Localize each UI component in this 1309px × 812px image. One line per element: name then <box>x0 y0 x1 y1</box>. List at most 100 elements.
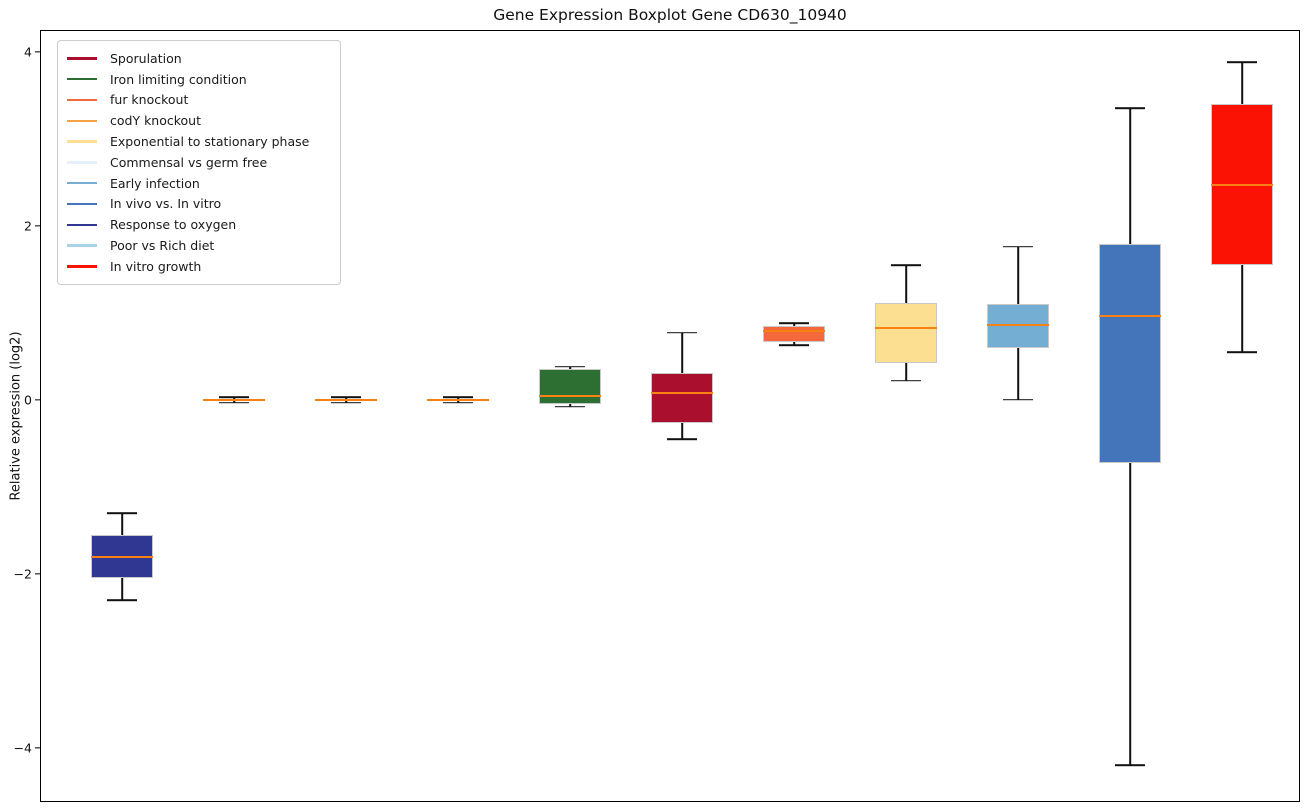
legend-item: In vivo vs. In vitro <box>67 194 330 215</box>
cap-upper <box>1227 61 1257 63</box>
chart-title: Gene Expression Boxplot Gene CD630_10940 <box>493 6 847 24</box>
cap-upper <box>1115 107 1145 110</box>
legend-item: Poor vs Rich diet <box>67 235 330 256</box>
legend-swatch <box>67 140 97 143</box>
cap-lower <box>1003 399 1033 401</box>
median-line <box>315 398 377 401</box>
legend-item: Sporulation <box>67 48 330 69</box>
box-fur-knockout <box>763 325 825 342</box>
whisker-lower <box>793 341 795 346</box>
legend-item: Exponential to stationary phase <box>67 131 330 152</box>
legend-label: In vitro growth <box>110 258 202 274</box>
legend-swatch <box>67 223 97 226</box>
legend-item: In vitro growth <box>67 256 330 277</box>
whisker-upper <box>681 332 683 373</box>
cap-lower <box>219 401 249 404</box>
legend-swatch <box>67 98 97 102</box>
whisker-lower <box>569 404 571 407</box>
cap-lower <box>1115 764 1145 767</box>
legend-label: Sporulation <box>110 50 182 66</box>
median-line <box>203 398 265 401</box>
whisker-lower <box>1129 463 1131 766</box>
box-exponential-to-stationary-phase <box>875 303 937 364</box>
cap-lower <box>107 599 137 601</box>
whisker-upper <box>1241 62 1243 104</box>
legend-item: codY knockout <box>67 110 330 131</box>
y-tick-mark <box>35 51 40 53</box>
whisker-upper <box>569 366 571 369</box>
legend-swatch <box>67 161 97 164</box>
median-line <box>427 398 489 401</box>
legend-label: Exponential to stationary phase <box>110 134 310 150</box>
box-iron-limiting-condition <box>539 368 601 405</box>
legend-label: Early infection <box>110 175 200 191</box>
y-tick-mark <box>35 399 40 401</box>
cap-upper <box>219 396 249 399</box>
box-sporulation <box>651 372 713 423</box>
y-tick-label: −2 <box>13 566 32 582</box>
legend-item: fur knockout <box>67 90 330 111</box>
cap-lower <box>331 401 361 404</box>
whisker-lower <box>121 578 123 601</box>
y-tick-label: −4 <box>13 740 32 756</box>
y-tick-mark <box>35 573 40 575</box>
cap-upper <box>443 396 473 399</box>
cap-lower <box>667 438 697 440</box>
legend-label: codY knockout <box>110 113 202 129</box>
whisker-upper <box>905 264 907 304</box>
legend-swatch <box>67 181 97 185</box>
cap-upper <box>1003 245 1033 248</box>
median-line <box>1099 315 1161 318</box>
legend-swatch <box>67 202 97 206</box>
median-line <box>987 324 1049 327</box>
legend-label: In vivo vs. In vitro <box>110 196 222 212</box>
cap-upper <box>331 396 361 399</box>
y-axis-label: Relative expression (log2) <box>8 331 24 501</box>
whisker-upper <box>121 513 123 535</box>
y-tick-mark <box>35 225 40 227</box>
whisker-upper <box>1129 108 1131 245</box>
y-tick-label: 4 <box>24 44 32 60</box>
cap-lower <box>891 379 921 382</box>
legend-label: Iron limiting condition <box>110 71 247 87</box>
median-line <box>1211 183 1273 186</box>
whisker-lower <box>1017 347 1019 400</box>
whisker-upper <box>1017 246 1019 305</box>
legend-item: Early infection <box>67 173 330 194</box>
whisker-lower <box>681 422 683 440</box>
legend-label: Poor vs Rich diet <box>110 238 215 254</box>
legend-item: Iron limiting condition <box>67 69 330 90</box>
cap-lower <box>1227 351 1257 353</box>
cap-upper <box>891 264 921 266</box>
legend-label: fur knockout <box>110 92 189 108</box>
whisker-upper <box>793 323 795 326</box>
legend-item: Commensal vs germ free <box>67 152 330 173</box>
box-in-vivo-vs-in-vitro <box>1099 244 1161 464</box>
cap-lower <box>555 406 585 408</box>
cap-lower <box>779 344 809 346</box>
whisker-lower <box>905 363 907 381</box>
cap-upper <box>667 332 697 334</box>
cap-upper <box>107 512 137 514</box>
whisker-lower <box>1241 264 1243 353</box>
median-line <box>651 391 713 394</box>
median-line <box>875 326 937 329</box>
legend-label: Commensal vs germ free <box>110 154 268 170</box>
median-line <box>539 394 601 397</box>
cap-lower <box>443 401 473 404</box>
median-line <box>91 555 153 558</box>
y-tick-mark <box>35 747 40 749</box>
legend-swatch <box>67 244 97 247</box>
cap-upper <box>555 366 585 368</box>
cap-upper <box>779 322 809 325</box>
y-tick-label: 0 <box>24 392 32 408</box>
median-line <box>763 330 825 333</box>
legend-label: Response to oxygen <box>110 217 237 233</box>
y-tick-label: 2 <box>24 218 32 234</box>
legend-swatch <box>67 78 97 81</box>
legend-swatch <box>67 265 97 268</box>
legend-swatch <box>67 57 97 60</box>
legend-swatch <box>67 119 97 122</box>
